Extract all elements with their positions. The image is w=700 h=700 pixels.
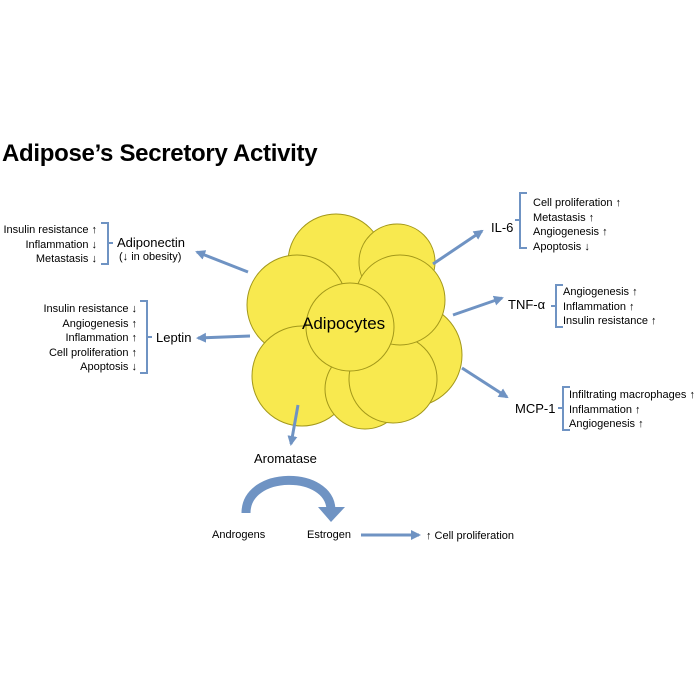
mcp1-effects: Infiltrating macrophages ↑ Inflammation … bbox=[569, 388, 695, 432]
arrow-to-leptin bbox=[196, 332, 251, 343]
adiponectin-note: (↓ in obesity) bbox=[119, 251, 182, 263]
il6-effect: Angiogenesis ↑ bbox=[533, 226, 608, 238]
adipocyte-cell bbox=[305, 282, 395, 372]
adiponectin-effect: Metastasis ↓ bbox=[35, 253, 97, 265]
bracket-mcp1 bbox=[558, 386, 570, 431]
conversion-arrowhead bbox=[318, 507, 345, 522]
leptin-effect: Insulin resistance ↓ bbox=[43, 303, 137, 315]
il6-effect: Cell proliferation ↑ bbox=[533, 197, 622, 209]
adiponectin-effect: Insulin resistance ↑ bbox=[3, 224, 97, 236]
arrow-to-tnf bbox=[452, 295, 504, 317]
conversion-curve bbox=[241, 475, 336, 514]
tnf-alpha-effect: Angiogenesis ↑ bbox=[563, 286, 638, 298]
arrows bbox=[195, 229, 509, 540]
tnf-alpha-effect: Inflammation ↑ bbox=[563, 300, 635, 313]
adiponectin-label: Adiponectin bbox=[117, 235, 185, 250]
brackets bbox=[101, 192, 570, 431]
tnf-alpha-effects: Angiogenesis ↑ Inflammation ↑ Insulin re… bbox=[563, 285, 657, 329]
leptin-effect: Angiogenesis ↑ bbox=[62, 317, 137, 330]
mcp1-label: MCP-1 bbox=[515, 401, 556, 416]
mcp1-effect: Inflammation ↑ bbox=[569, 403, 641, 416]
il6-effect: Apoptosis ↓ bbox=[533, 240, 590, 253]
leptin-label: Leptin bbox=[156, 330, 192, 345]
diagram-title: Adipose’s Secretory Activity bbox=[2, 140, 318, 167]
androgens-label: Androgens bbox=[212, 529, 266, 541]
bracket-adiponectin bbox=[101, 222, 113, 265]
tnf-alpha-effect: Insulin resistance ↑ bbox=[563, 315, 657, 327]
bracket-leptin bbox=[140, 300, 152, 374]
arrow-to-aromatase bbox=[287, 404, 300, 446]
leptin-effect: Apoptosis ↓ bbox=[80, 361, 137, 373]
arrow-to-adiponectin bbox=[195, 250, 249, 274]
arrow-to-mcp1 bbox=[461, 366, 509, 399]
leptin-effects: Insulin resistance ↓ Angiogenesis ↑ Infl… bbox=[0, 302, 137, 375]
adipocytes-label: Adipocytes bbox=[302, 314, 386, 333]
leptin-effect: Cell proliferation ↑ bbox=[48, 346, 137, 359]
bracket-tnf bbox=[551, 284, 563, 328]
adiponectin-effects: Insulin resistance ↑ Inflammation ↓ Meta… bbox=[0, 223, 97, 267]
il6-effects: Cell proliferation ↑ Metastasis ↑ Angiog… bbox=[533, 196, 621, 254]
mcp1-effect: Angiogenesis ↑ bbox=[569, 418, 644, 430]
tnf-alpha-label: TNF-α bbox=[508, 297, 546, 312]
il6-label: IL-6 bbox=[491, 220, 514, 235]
aromatase-label: Aromatase bbox=[254, 451, 317, 466]
cell-proliferation-label: ↑ Cell proliferation bbox=[426, 530, 515, 542]
arrow-to-il6 bbox=[432, 229, 484, 266]
bracket-il6 bbox=[515, 192, 527, 249]
estrogen-label: Estrogen bbox=[307, 529, 352, 541]
adiponectin-effect: Inflammation ↓ bbox=[25, 238, 97, 251]
adipocyte-cluster bbox=[246, 213, 463, 430]
mcp1-effect: Infiltrating macrophages ↑ bbox=[569, 389, 695, 401]
il6-effect: Metastasis ↑ bbox=[533, 211, 595, 224]
leptin-effect: Inflammation ↑ bbox=[65, 332, 137, 344]
